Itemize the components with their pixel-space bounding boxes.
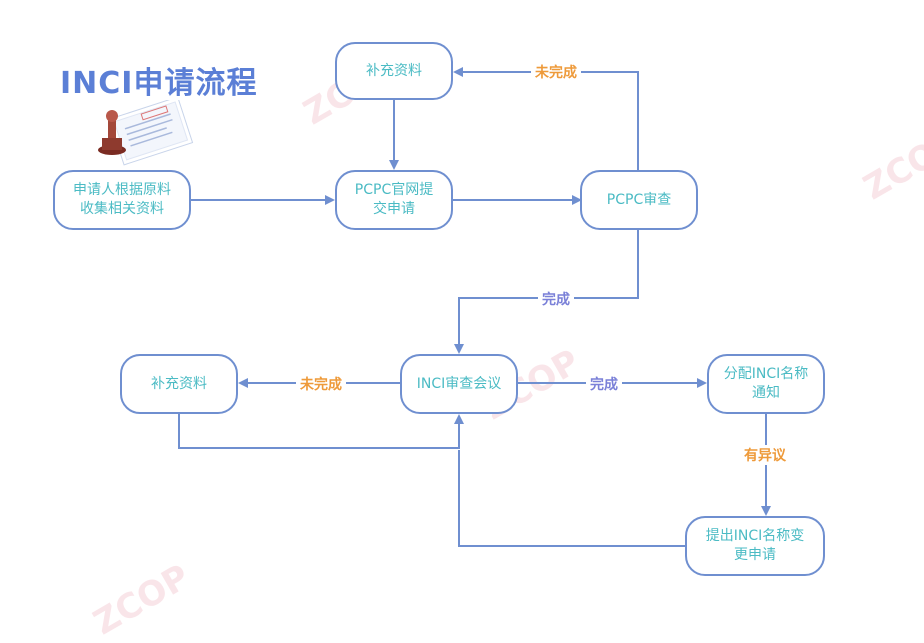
label-complete-right: 完成 [586,374,622,394]
node-applicant-collect: 申请人根据原料 收集相关资料 [53,170,191,230]
node-assign-notice: 分配INCI名称 通知 [707,354,825,414]
node-supplement-left: 补充资料 [120,354,238,414]
label-complete-mid: 完成 [538,289,574,309]
node-pcpc-submit: PCPC官网提 交申请 [335,170,453,230]
label-incomplete-top: 未完成 [531,62,581,82]
node-change-request: 提出INCI名称变 更申请 [685,516,825,576]
page-title: INCI申请流程 [60,66,258,101]
label-incomplete-left: 未完成 [296,374,346,394]
arrow-review-incomplete [453,67,639,170]
arrow-change-back [458,450,685,547]
node-pcpc-review: PCPC审查 [580,170,698,230]
stamp-document-icon [98,100,194,166]
node-inci-meeting: INCI审查会议 [400,354,518,414]
arrow-supplement-left-back [178,413,464,449]
node-supplement-top: 补充资料 [335,42,453,100]
label-objection: 有异议 [740,445,790,465]
